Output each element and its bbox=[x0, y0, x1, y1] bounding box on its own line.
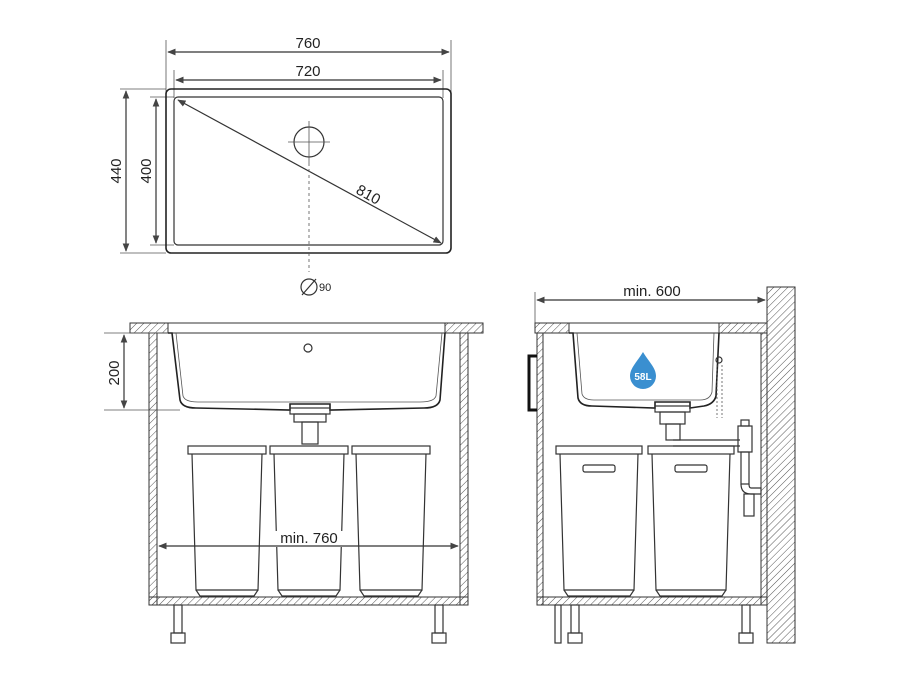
cabinet-foot-left bbox=[170, 604, 186, 644]
dim-line-diagonal bbox=[177, 99, 442, 244]
waste-bin-side-2 bbox=[647, 445, 735, 597]
cabinet-bottom-side bbox=[536, 596, 768, 606]
waste-bin-3 bbox=[351, 445, 431, 597]
wall bbox=[766, 286, 796, 644]
dim-cabinet-min-width: min. 760 bbox=[280, 530, 338, 547]
overflow-hole bbox=[303, 343, 313, 353]
dim-outer-depth: 440 bbox=[108, 158, 125, 183]
cabinet-wall-right bbox=[459, 332, 469, 606]
countertop-left bbox=[129, 322, 169, 334]
siphon-pipe bbox=[673, 439, 740, 447]
door-handle-icon bbox=[527, 354, 537, 412]
cabinet-back bbox=[760, 332, 768, 606]
waste-bin-side-1 bbox=[555, 445, 643, 597]
dim-inner-depth: 400 bbox=[138, 158, 155, 183]
sink-outer-rim bbox=[165, 88, 452, 254]
front-view: 200 min. 760 bbox=[104, 322, 484, 644]
dim-inner-width: 720 bbox=[295, 63, 320, 80]
top-view: 760 720 440 400 810 90 bbox=[108, 35, 452, 296]
sink-bowl-front bbox=[168, 332, 446, 411]
sink-rim-front bbox=[167, 322, 446, 334]
dim-bowl-depth: 200 bbox=[106, 360, 123, 385]
cabinet-door bbox=[536, 332, 544, 606]
sink-inner-bowl bbox=[173, 96, 444, 246]
cabinet-foot-side-2 bbox=[738, 604, 754, 644]
cabinet-foot-side-front bbox=[554, 604, 562, 644]
sink-bowl-side bbox=[569, 332, 720, 409]
cabinet-foot-right bbox=[431, 604, 447, 644]
cabinet-wall-left bbox=[148, 332, 158, 606]
water-drop-icon bbox=[630, 352, 656, 389]
cabinet-bottom bbox=[148, 596, 469, 606]
side-view: min. 600 58L bbox=[527, 283, 796, 644]
diameter-icon bbox=[300, 278, 318, 296]
dim-outer-width: 760 bbox=[295, 35, 320, 52]
cabinet-foot-side-1 bbox=[567, 604, 583, 644]
volume-badge: 58L bbox=[634, 372, 651, 383]
sink-rim-side bbox=[568, 322, 720, 334]
dim-cabinet-min-depth: min. 600 bbox=[623, 283, 681, 300]
dim-drain-diameter: 90 bbox=[319, 282, 331, 294]
countertop-right bbox=[444, 322, 484, 334]
dim-diagonal: 810 bbox=[353, 182, 383, 209]
waste-bin-1 bbox=[187, 445, 267, 597]
waste-bin-2 bbox=[269, 445, 349, 597]
